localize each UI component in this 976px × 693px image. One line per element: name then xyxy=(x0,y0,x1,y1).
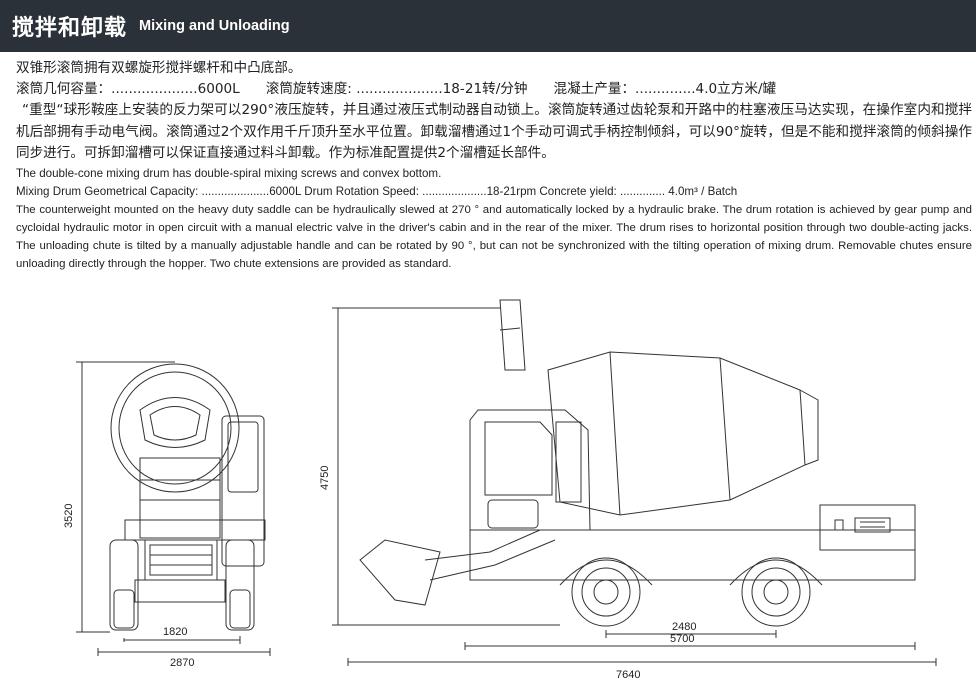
dim-front-track: 1820 xyxy=(163,626,187,638)
dim-front-width: 2870 xyxy=(170,657,194,669)
dim-side-height: 4750 xyxy=(319,466,331,490)
cn-spec-speed: 滚筒旋转速度: ....................18-21转/分钟 xyxy=(265,81,528,97)
cn-intro: 双锥形滚筒拥有双螺旋形搅拌螺杆和中凸底部。 xyxy=(16,60,302,76)
cn-specs: 滚筒几何容量：....................6000L 滚筒旋转速度: … xyxy=(16,79,972,100)
section-title-cn: 搅拌和卸载 xyxy=(12,16,128,41)
dim-wheelbase: 2480 xyxy=(672,621,696,633)
cn-description: “重型“球形鞍座上安装的反力架可以290°液压旋转，并且通过液压式制动器自动锁上… xyxy=(16,102,972,161)
side-view-drawing xyxy=(332,299,937,666)
technical-drawing: 3520 1820 2870 4750 2480 5700 7640 xyxy=(63,299,937,681)
dim-body-length: 5700 xyxy=(670,633,694,645)
section-header: 搅拌和卸载 Mixing and Unloading xyxy=(0,0,976,52)
en-intro: The double-cone mixing drum has double-s… xyxy=(16,166,442,180)
front-view-drawing xyxy=(76,361,271,656)
en-description: The counterweight mounted on the heavy d… xyxy=(16,203,972,270)
cn-spec-capacity: 滚筒几何容量：....................6000L xyxy=(16,81,240,97)
dim-total-length: 7640 xyxy=(616,669,640,681)
cn-spec-yield: 混凝土产量：..............4.0立方米/罐 xyxy=(553,81,777,97)
section-title-en: Mixing and Unloading xyxy=(139,18,290,34)
dim-front-height: 3520 xyxy=(63,504,75,528)
en-specs: Mixing Drum Geometrical Capacity: ......… xyxy=(16,184,738,198)
description-text: 双锥形滚筒拥有双螺旋形搅拌螺杆和中凸底部。 滚筒几何容量：...........… xyxy=(16,58,972,273)
